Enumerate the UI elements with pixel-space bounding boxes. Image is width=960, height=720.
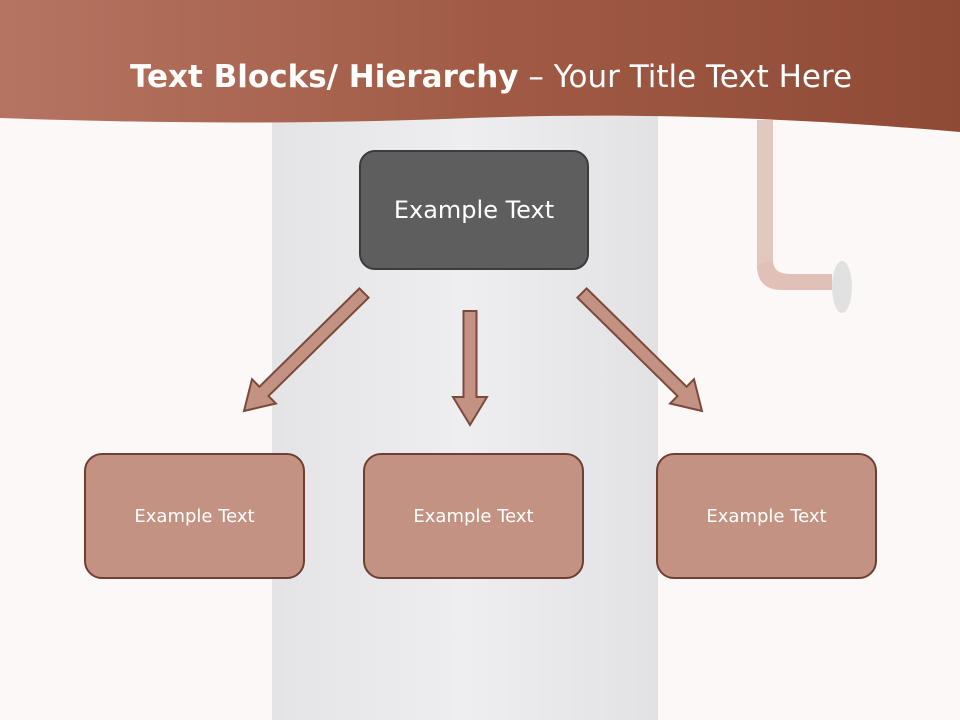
child-node-label: Example Text (134, 505, 255, 527)
arrow-right (575, 286, 704, 413)
top-node: Example Text (359, 150, 589, 270)
arrow-center (451, 310, 489, 427)
child-node-left: Example Text (84, 453, 305, 579)
child-node-label: Example Text (706, 505, 827, 527)
child-node-label: Example Text (413, 505, 534, 527)
top-node-label: Example Text (393, 196, 555, 224)
arrow-left (242, 286, 371, 413)
connector-arrows (242, 286, 704, 427)
child-node-right: Example Text (656, 453, 877, 579)
pipe-image (757, 120, 852, 313)
child-node-center: Example Text (363, 453, 584, 579)
slide-title: Text Blocks/ Hierarchy – Your Title Text… (130, 59, 853, 95)
header-band (0, 0, 960, 132)
